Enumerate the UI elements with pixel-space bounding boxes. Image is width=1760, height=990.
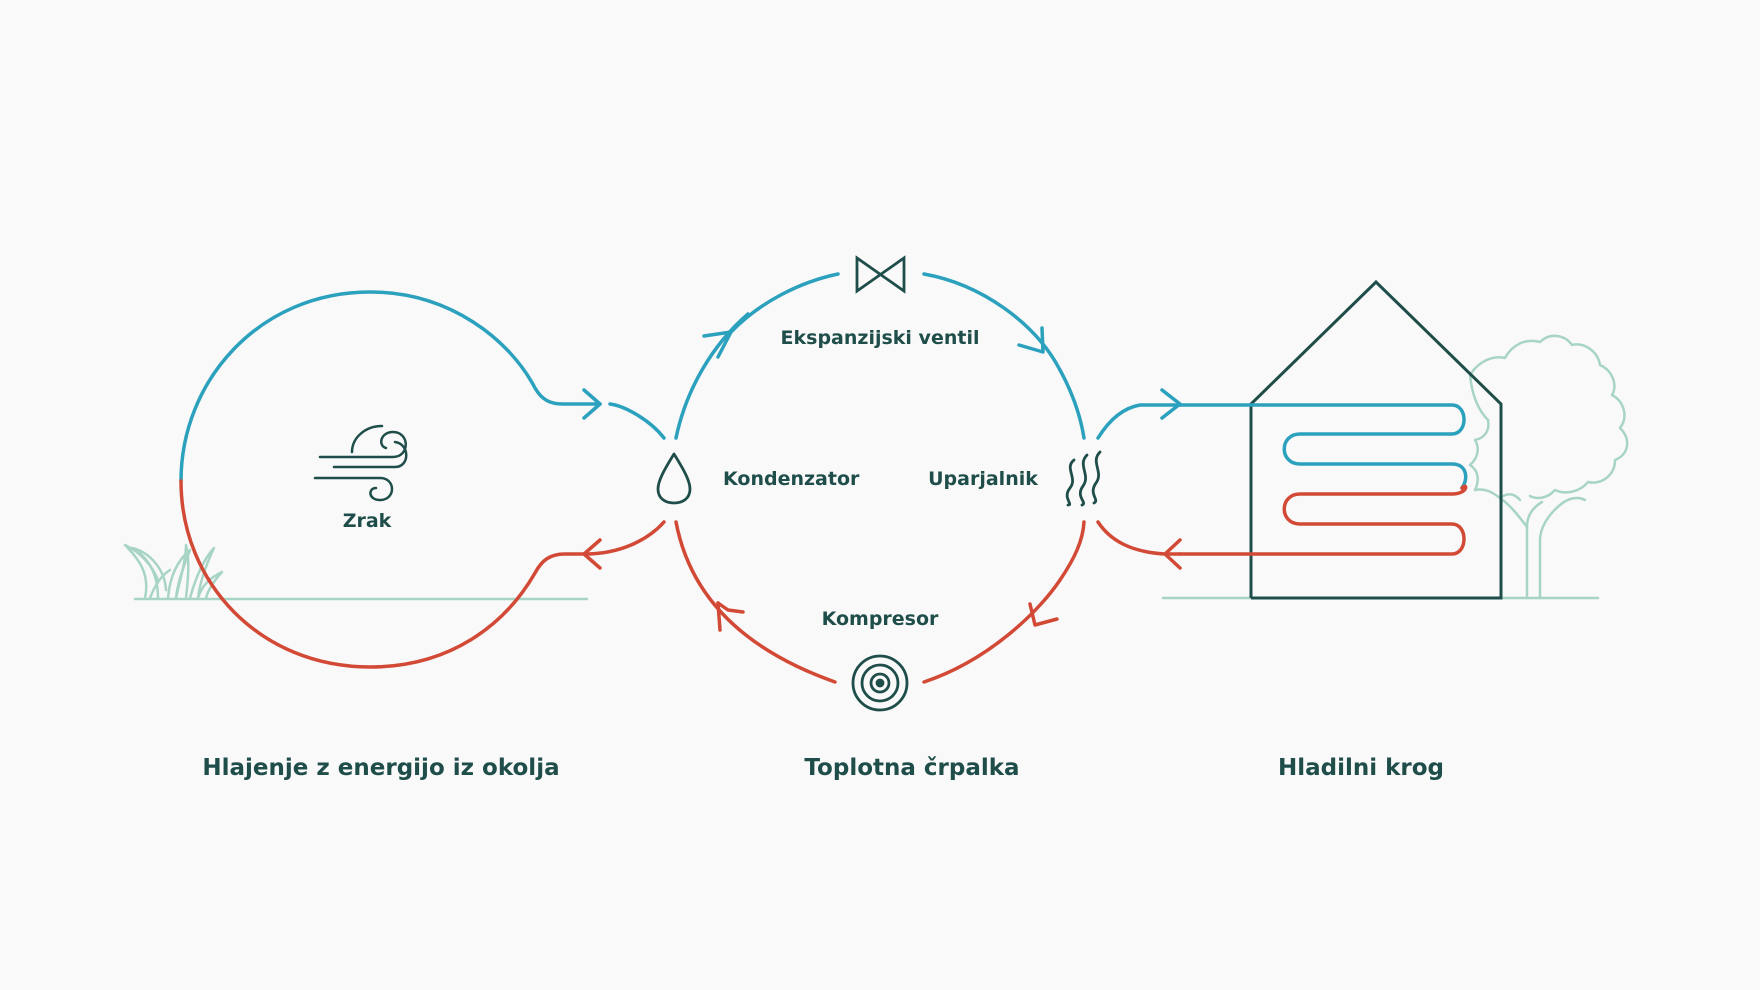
hot-refrigerant-lines <box>179 479 1468 684</box>
compressor-icon <box>851 654 909 712</box>
heat-waves-icon <box>1065 450 1102 507</box>
compressor-label: Kompresor <box>821 608 939 630</box>
evaporator-label: Uparjalnik <box>928 468 1038 490</box>
cold-refrigerant-lines <box>179 272 1468 490</box>
tree-icon <box>1468 334 1629 600</box>
condenser-label: Kondenzator <box>723 468 860 490</box>
house-icon <box>1249 279 1503 600</box>
section-title-refrigeration-circuit: Hladilni krog <box>1277 755 1445 781</box>
droplet-icon <box>656 452 692 505</box>
expansion-valve-icon <box>855 255 906 294</box>
expansion-valve-label: Ekspanzijski ventil <box>780 327 980 349</box>
wind-icon <box>313 424 408 502</box>
section-title-heat-pump: Toplotna črpalka <box>804 755 1020 781</box>
air-label: Zrak <box>342 510 392 532</box>
grass-icon <box>123 543 224 600</box>
section-title-environment-cooling: Hlajenje z energijo iz okolja <box>202 755 560 781</box>
